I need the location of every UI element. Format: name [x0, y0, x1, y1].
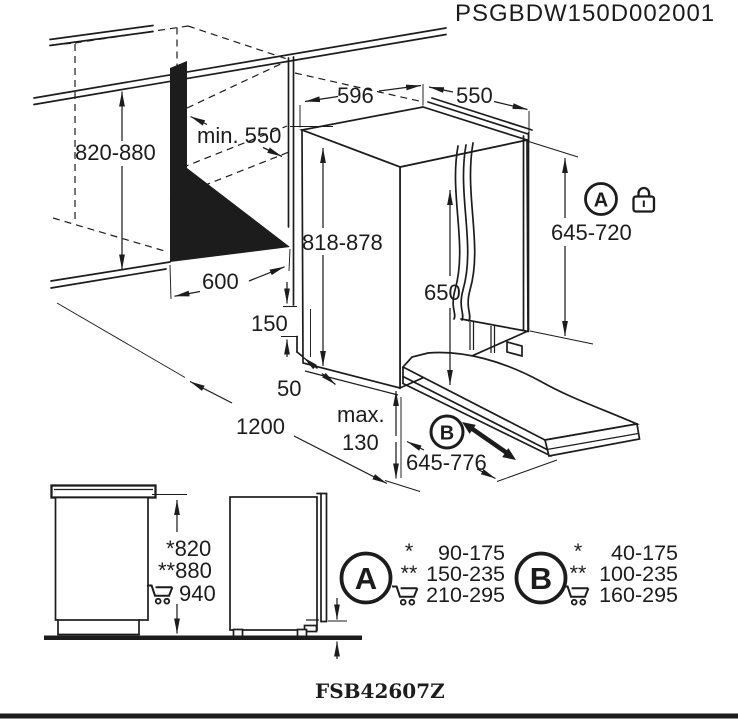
- side-view-height-dimension: *820 **880 940: [146, 494, 347, 659]
- legend-a: A * ** 90-175 150-235 210-295: [339, 539, 505, 607]
- front-clearance-label: 1200: [236, 414, 285, 439]
- niche-depth-label: min. 550: [197, 123, 281, 148]
- marker-a-letter: A: [594, 190, 608, 212]
- side-view-built-in: [229, 492, 328, 638]
- niche-opening-shadow: [170, 61, 290, 262]
- legend-b-star-marker: *: [574, 539, 583, 563]
- legend-a-double-star-value: 150-235: [426, 562, 505, 586]
- cart-icon: [391, 585, 419, 606]
- plinth-board: [401, 351, 641, 457]
- legend-b-star-value: 40-175: [611, 541, 678, 565]
- door-panel: [427, 97, 533, 333]
- door-opening-height-label: 650: [424, 280, 461, 305]
- cart-icon: [562, 585, 590, 606]
- double-arrow-icon: [462, 422, 516, 460]
- marker-b-letter: B: [440, 423, 454, 445]
- appliance-feet: [469, 322, 523, 358]
- height-star-row: *820: [166, 536, 211, 561]
- counter-and-niche: [33, 24, 447, 369]
- height-cart-row: 940: [179, 581, 216, 606]
- side-view-freestanding: [50, 484, 157, 636]
- legend-b-cart-value: 160-295: [599, 583, 678, 607]
- niche-height-label: 820-880: [75, 140, 156, 165]
- plinth-step-height-label: 150: [251, 311, 288, 336]
- appliance-height-label: 818-878: [302, 230, 383, 255]
- plinth-panel-width-b-label: 645-776: [406, 450, 487, 475]
- height-double-star-row: **880: [158, 558, 212, 583]
- legend-b: B * ** 40-175 100-235 160-295: [514, 539, 678, 607]
- drawing-number: PSGBDW150D002001: [455, 0, 715, 27]
- figure-code: FSB42607Z: [315, 679, 445, 703]
- plinth-max-label: max.: [337, 402, 385, 427]
- legend-a-double-star-marker: **: [401, 561, 418, 585]
- legend-b-double-star-value: 100-235: [599, 562, 678, 586]
- dimension-lines: [56, 84, 594, 492]
- legend-a-star-marker: *: [405, 539, 414, 563]
- dimension-labels: 820-880 min. 550 596 550 818-878 650 645…: [75, 83, 632, 475]
- plinth-step-depth-label: 50: [277, 376, 301, 401]
- appliance-box: [298, 97, 533, 396]
- niche-width-label: 600: [202, 269, 239, 294]
- legend-a-cart-value: 210-295: [426, 583, 505, 607]
- marker-a-callout: A: [584, 182, 656, 216]
- legend-b-double-star-marker: **: [570, 561, 587, 585]
- floor-line: [44, 635, 362, 640]
- appliance-depth-label: 550: [456, 83, 493, 108]
- panel-height-a-label: 645-720: [551, 220, 632, 245]
- appliance-width-label: 596: [337, 83, 374, 108]
- marker-b-callout: B: [429, 414, 516, 460]
- lock-icon: [632, 186, 656, 213]
- cart-icon: [146, 584, 174, 605]
- legend-a-letter: A: [355, 561, 377, 596]
- legend-b-letter: B: [530, 561, 552, 596]
- legend-a-star-value: 90-175: [438, 541, 505, 565]
- bottom-rule: [0, 713, 738, 719]
- plinth-max-value: 130: [342, 430, 379, 455]
